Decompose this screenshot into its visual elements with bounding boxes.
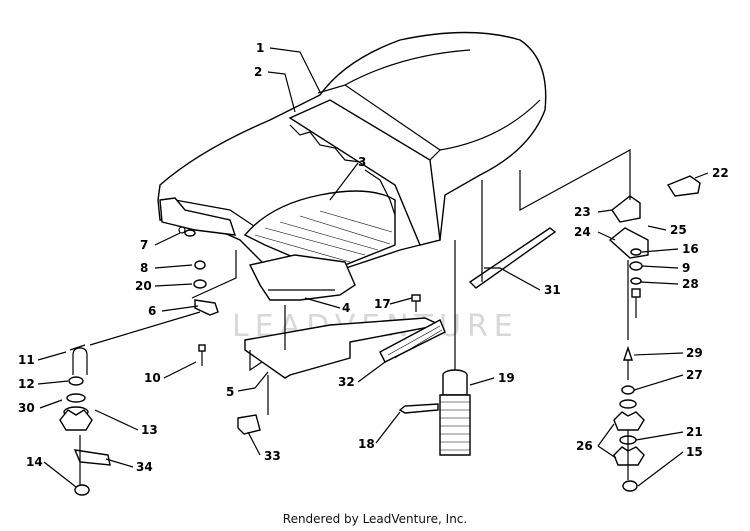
callout-11: 11 bbox=[18, 353, 35, 367]
trim-strip-31 bbox=[468, 227, 557, 289]
callout-3: 3 bbox=[358, 155, 366, 169]
callout-15: 15 bbox=[686, 445, 703, 459]
credit-text: Rendered by LeadVenture, Inc. bbox=[282, 512, 468, 526]
callout-8: 8 bbox=[140, 261, 148, 275]
seat-assembly bbox=[157, 31, 547, 301]
callout-27: 27 bbox=[686, 368, 703, 382]
right-hardware bbox=[608, 175, 701, 492]
callout-5: 5 bbox=[226, 385, 234, 399]
callout-12: 12 bbox=[18, 377, 35, 391]
callout-32: 32 bbox=[338, 375, 355, 389]
callout-4: 4 bbox=[342, 301, 350, 315]
callout-1: 1 bbox=[256, 41, 264, 55]
spring-19 bbox=[439, 240, 471, 456]
callout-6: 6 bbox=[148, 304, 156, 318]
callout-33: 33 bbox=[264, 449, 281, 463]
left-hardware bbox=[59, 229, 219, 496]
seat-strap bbox=[244, 317, 443, 379]
callout-20: 20 bbox=[135, 279, 152, 293]
callout-23: 23 bbox=[574, 205, 591, 219]
assembly-lines bbox=[69, 148, 631, 415]
callout-30: 30 bbox=[18, 401, 35, 415]
callout-19: 19 bbox=[498, 371, 515, 385]
clip-33 bbox=[237, 414, 261, 435]
callout-25: 25 bbox=[670, 223, 687, 237]
callout-17: 17 bbox=[374, 297, 391, 311]
callout-13: 13 bbox=[141, 423, 158, 437]
callout-26: 26 bbox=[576, 439, 593, 453]
callout-14: 14 bbox=[26, 455, 43, 469]
callout-22: 22 bbox=[712, 166, 729, 180]
callout-34: 34 bbox=[136, 460, 153, 474]
callout-7: 7 bbox=[140, 238, 148, 252]
callout-18: 18 bbox=[358, 437, 375, 451]
callout-29: 29 bbox=[686, 346, 703, 360]
callout-10: 10 bbox=[144, 371, 161, 385]
callout-24: 24 bbox=[574, 225, 591, 239]
leader-lines bbox=[37, 47, 709, 488]
callout-16: 16 bbox=[682, 242, 699, 256]
callout-21: 21 bbox=[686, 425, 703, 439]
callout-31: 31 bbox=[544, 283, 561, 297]
callout-2: 2 bbox=[254, 65, 262, 79]
callout-28: 28 bbox=[682, 277, 699, 291]
screw-18 bbox=[398, 403, 439, 414]
callout-9: 9 bbox=[682, 261, 690, 275]
callouts: 1 2 3 4 5 6 7 8 9 10 11 12 13 14 15 16 1… bbox=[18, 41, 729, 474]
